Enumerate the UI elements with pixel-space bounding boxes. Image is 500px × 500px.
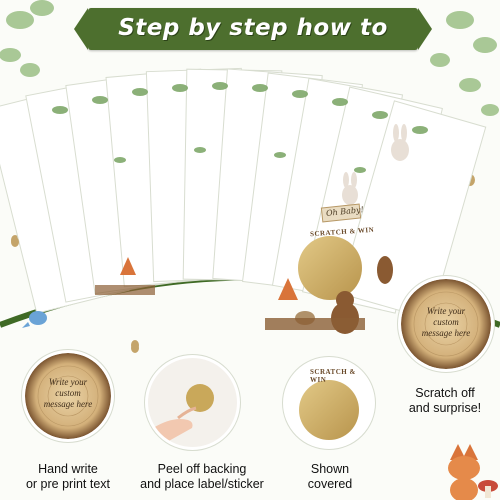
step-2-image (145, 355, 240, 450)
wood-slice-icon (25, 353, 111, 439)
fox-icon (448, 444, 498, 500)
bird-icon (22, 311, 47, 328)
bunny-icon (342, 124, 409, 205)
step-1-caption: Hand write or pre print text (25, 462, 111, 491)
step-2-caption: Peel off backing and place label/sticker (140, 462, 264, 491)
wood-slice-icon (401, 279, 491, 369)
mushroom-icon (478, 480, 498, 498)
scratch-circle-icon (299, 380, 359, 440)
step-3-circle-label: SCRATCH & WIN (310, 368, 356, 384)
step-1-circle-text: Write your custom message here (43, 377, 93, 409)
hand-icon (148, 384, 214, 447)
page-title: Step by step how to (118, 15, 388, 41)
step-3-caption: Shown covered (307, 462, 353, 491)
step-1-image: Write your custom message here (22, 350, 114, 442)
step-4-caption: Scratch off and surprise! (408, 386, 482, 415)
step-3-image: SCRATCH & WIN (283, 357, 375, 449)
acorn-icon (11, 237, 139, 353)
step-4-circle-text: Write your custom message here (421, 306, 471, 338)
step-4-image: Write your custom message here (398, 276, 494, 372)
fox-icon (120, 257, 298, 300)
header-banner: Step by step how to (74, 8, 432, 50)
